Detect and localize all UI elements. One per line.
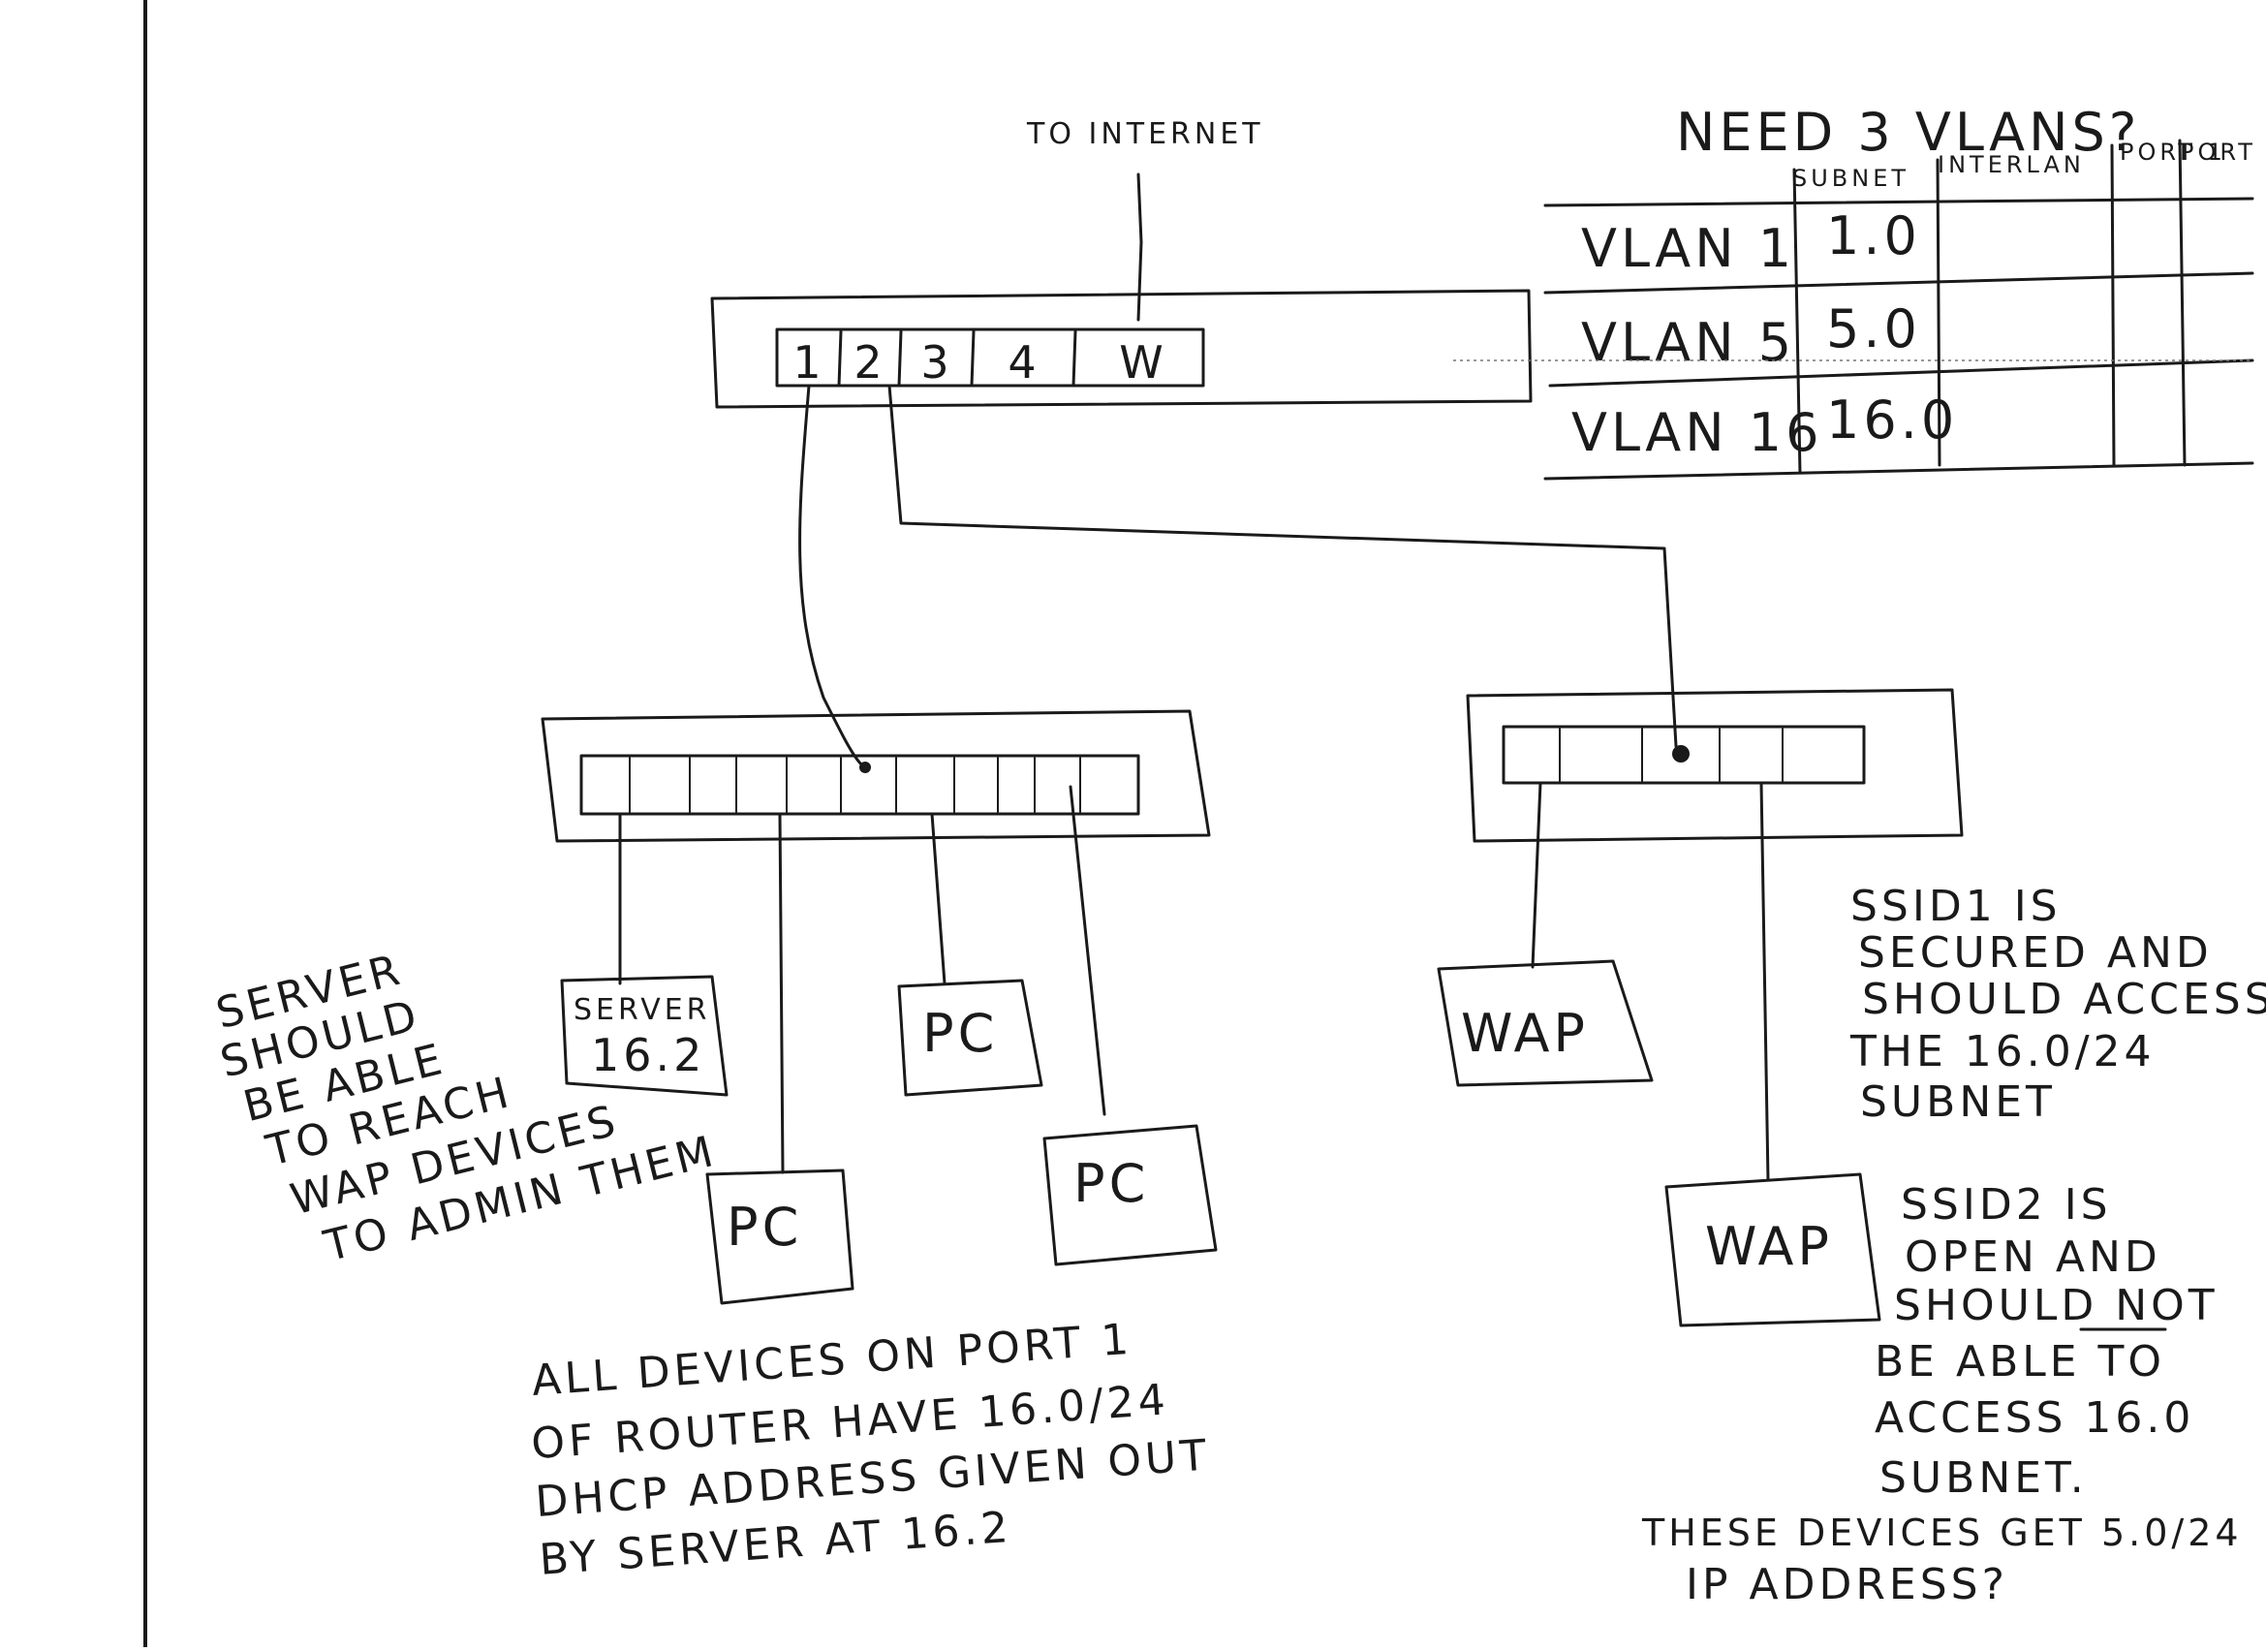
diagram-title: NEED 3 VLANS? xyxy=(1676,102,2140,163)
vlan-table: SUBNET INTERLAN PORT 1 PORT 2 VLAN 1 1.0… xyxy=(1543,139,2266,481)
vlan-row1-subnet: 1.0 xyxy=(1826,205,1921,266)
link-port2-to-switch2 xyxy=(887,384,1678,748)
note-ip: THESE DEVICES GET 5.0/24 IP ADDRESS? xyxy=(1641,1512,2243,1609)
router-port-3: 3 xyxy=(920,336,952,389)
server-label: SERVER xyxy=(574,993,711,1027)
vlan-row2-subnet: 5.0 xyxy=(1826,298,1921,359)
note-ssid1-line-4: THE 16.0/24 xyxy=(1849,1027,2156,1076)
vlan-header-port1: PORT 1 xyxy=(2120,139,2226,166)
switch-1-body xyxy=(541,709,1211,843)
note-ssid1-line-1: SSID1 IS xyxy=(1850,882,2062,931)
note-ip-line-1: THESE DEVICES GET 5.0/24 xyxy=(1641,1512,2243,1554)
internet-uplink xyxy=(1136,172,1143,322)
router: 1 2 3 4 W xyxy=(710,289,1533,409)
link-pc-2 xyxy=(930,812,947,985)
link-pc-3 xyxy=(1069,785,1106,1116)
note-ssid2-line-4: BE ABLE TO xyxy=(1875,1337,2165,1387)
device-wap-2: WAP xyxy=(1664,1172,1881,1327)
note-server: SERVER SHOULD BE ABLE TO REACH WAP DEVIC… xyxy=(211,945,721,1271)
note-ssid2-line-2: OPEN AND xyxy=(1905,1232,2161,1282)
router-port-2: 2 xyxy=(854,336,885,389)
note-port1: ALL DEVICES ON PORT 1 OF ROUTER HAVE 16.… xyxy=(530,1315,1212,1585)
note-ssid2-line-3: SHOULD NOT xyxy=(1894,1281,2219,1330)
internet-label: TO INTERNET xyxy=(1026,117,1264,151)
device-pc-3: PC xyxy=(1042,1124,1218,1266)
switch-2-body xyxy=(1466,688,1964,843)
note-ssid1-line-3: SHOULD ACCESS xyxy=(1862,975,2266,1024)
note-ssid1: SSID1 IS SECURED AND SHOULD ACCESS THE 1… xyxy=(1849,882,2266,1127)
note-ssid2-line-1: SSID2 IS xyxy=(1901,1180,2112,1230)
pc-2-label: PC xyxy=(922,1003,998,1064)
vlan-row3-name: VLAN 16 xyxy=(1571,402,1822,463)
router-port-1: 1 xyxy=(792,336,824,389)
server-address: 16.2 xyxy=(591,1029,705,1081)
router-body xyxy=(710,289,1533,409)
pc-1-label: PC xyxy=(727,1197,802,1258)
router-port-strip xyxy=(775,327,1205,388)
vlan-row2-name: VLAN 5 xyxy=(1581,312,1795,373)
router-port-4: 4 xyxy=(1008,336,1040,389)
link-pc-1 xyxy=(778,812,785,1174)
device-server: SERVER 16.2 xyxy=(560,975,729,1097)
router-port-wan: W xyxy=(1119,336,1166,389)
note-ssid2-line-5: ACCESS 16.0 xyxy=(1875,1393,2194,1443)
switch-2-port-strip xyxy=(1502,725,1866,785)
link-wap-1 xyxy=(1531,781,1542,969)
note-ssid2: SSID2 IS OPEN AND SHOULD NOT BE ABLE TO … xyxy=(1875,1180,2219,1503)
note-ip-line-2: IP ADDRESS? xyxy=(1686,1560,2008,1609)
vlan-row3-subnet: 16.0 xyxy=(1826,390,1958,451)
wap-2-label: WAP xyxy=(1705,1216,1833,1277)
switch-1-port-strip xyxy=(579,754,1140,816)
switch-1-uplink-dot xyxy=(859,762,871,773)
note-ssid1-line-5: SUBNET xyxy=(1860,1077,2056,1127)
switch-1 xyxy=(541,709,1211,843)
note-ssid2-line-6: SUBNET. xyxy=(1879,1453,2088,1503)
device-wap-1: WAP xyxy=(1437,959,1654,1087)
switch-2 xyxy=(1466,688,1964,843)
vlan-header-interlan: INTERLAN xyxy=(1938,151,2085,178)
link-port1-to-switch1 xyxy=(798,384,864,767)
wap-1-label: WAP xyxy=(1461,1003,1589,1064)
vlan-row1-name: VLAN 1 xyxy=(1581,218,1795,279)
device-pc-1: PC xyxy=(705,1169,854,1305)
note-ssid1-line-2: SECURED AND xyxy=(1858,928,2213,978)
pc-3-label: PC xyxy=(1073,1153,1149,1214)
device-pc-2: PC xyxy=(897,979,1043,1097)
switch-2-uplink-dot xyxy=(1672,745,1690,763)
vlan-header-subnet: SUBNET xyxy=(1792,165,1909,192)
vlan-header-port2: PORT 2 xyxy=(2180,139,2266,166)
link-wap-2 xyxy=(1759,781,1770,1182)
